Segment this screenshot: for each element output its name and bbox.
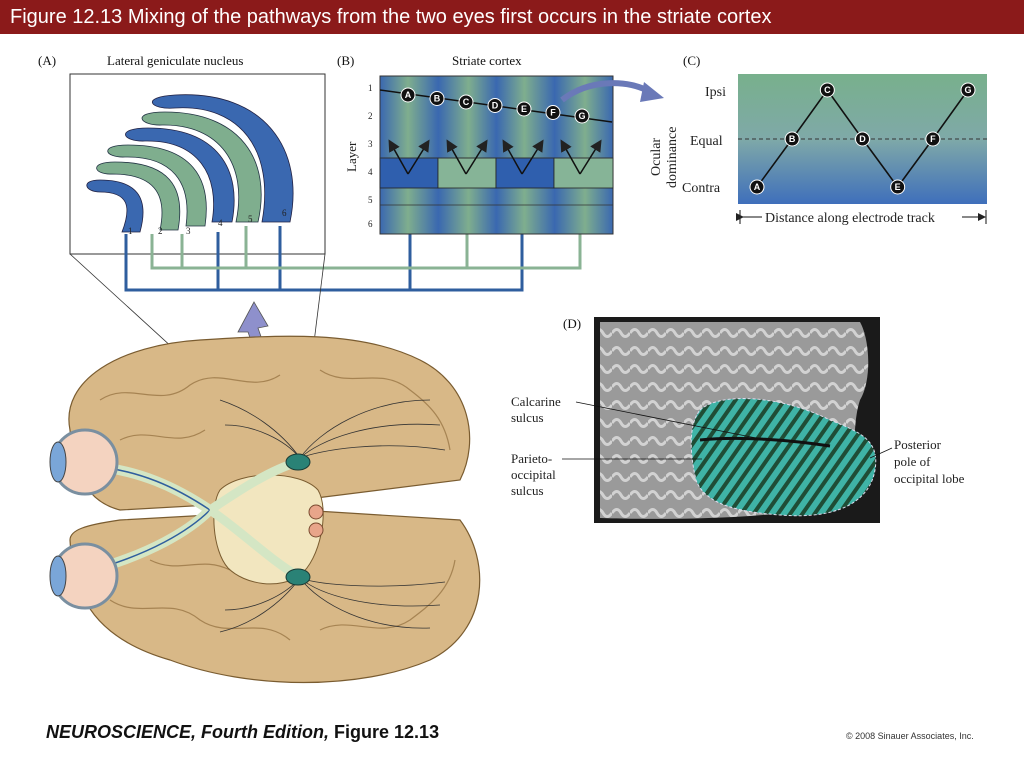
- od-point-label-d: D: [859, 134, 866, 144]
- od-point-label-g: G: [964, 85, 971, 95]
- site-marker-c: [458, 94, 474, 110]
- site-label-e: E: [521, 104, 527, 114]
- lgn-num-4: 4: [218, 218, 223, 228]
- cortex-layer-1: 1: [368, 83, 373, 93]
- panel-d-letter: (D): [563, 316, 581, 331]
- cortex-layer-6: 6: [368, 219, 373, 229]
- od-point-c: [819, 82, 835, 98]
- lgn-left: [285, 453, 311, 471]
- footer-figure: Figure 12.13: [334, 722, 440, 742]
- panel-b-letter: (B): [337, 53, 354, 68]
- posterior-label-3: occipital lobe: [894, 471, 965, 486]
- site-marker-b: [429, 91, 445, 106]
- panel-a: (A) Lateral geniculate nucleus 1 2 3 4 5…: [38, 53, 326, 255]
- level-ipsi: Ipsi: [705, 85, 726, 100]
- od-point-label-c: C: [824, 85, 831, 95]
- cortex-layer-3: 3: [368, 139, 373, 149]
- lgn-num-3: 3: [186, 226, 191, 236]
- parieto-label-3: sulcus: [511, 483, 544, 498]
- od-ylabel-2: dominance: [665, 127, 680, 188]
- lgn-layer-6: [151, 94, 294, 223]
- footer-edition: Fourth Edition,: [201, 722, 330, 742]
- figure: (A) Lateral geniculate nucleus 1 2 3 4 5…: [38, 53, 987, 684]
- lgn-layer-3: [107, 144, 207, 227]
- footer-book: NEUROSCIENCE,: [46, 722, 197, 742]
- panel-b: (B) Striate cortex 1 2 3 4 5 6 Layer A: [337, 53, 664, 235]
- cortex-layer-4: 4: [368, 167, 373, 177]
- cortex-layer-5: 5: [368, 195, 373, 205]
- lgn-num-1: 1: [128, 226, 133, 236]
- calcarine-label-2: sulcus: [511, 410, 544, 425]
- footer-citation: NEUROSCIENCE, Fourth Edition, Figure 12.…: [46, 722, 439, 743]
- slide-title: Figure 12.13 Mixing of the pathways from…: [10, 6, 772, 28]
- site-label-a: A: [405, 90, 412, 100]
- posterior-label-2: pole of: [894, 454, 931, 469]
- level-contra: Contra: [682, 181, 721, 196]
- site-label-b: B: [434, 94, 441, 104]
- parieto-label-1: Parieto-: [511, 451, 552, 466]
- lgn-right: [285, 568, 311, 586]
- od-point-a: [749, 179, 765, 195]
- lgn-layer-4: [125, 127, 235, 223]
- lgn-layer-2: [96, 161, 181, 231]
- od-point-f: [925, 131, 941, 147]
- site-label-d: D: [492, 101, 499, 111]
- electrode-sites: A B C D E F G: [400, 87, 590, 124]
- od-point-label-f: F: [930, 134, 936, 144]
- copyright: © 2008 Sinauer Associates, Inc.: [846, 731, 974, 741]
- od-point-label-b: B: [789, 134, 796, 144]
- cortex-heading: Striate cortex: [452, 53, 522, 68]
- site-label-f: F: [550, 108, 556, 118]
- title-bar: Figure 12.13 Mixing of the pathways from…: [0, 0, 1024, 34]
- od-point-d: [855, 131, 870, 147]
- lgn-num-2: 2: [158, 226, 163, 236]
- site-marker-f: [545, 105, 561, 120]
- calcarine-label-1: Calcarine: [511, 394, 561, 409]
- panel-c-letter: (C): [683, 53, 700, 68]
- od-point-g: [960, 82, 976, 98]
- lgn-layer-1: [86, 179, 144, 233]
- site-label-c: C: [463, 97, 470, 107]
- site-label-g: G: [578, 111, 585, 121]
- site-marker-g: [574, 108, 590, 124]
- site-marker-e: [516, 101, 532, 117]
- panel-c: (C) Ipsi Equal Contra Ocular dominance A…: [649, 53, 987, 226]
- cortex-axis-label: Layer: [344, 141, 359, 172]
- panel-d: (D) Calcarine sulcus Parieto- occipital …: [511, 316, 965, 523]
- striate-cortex-region: [690, 398, 877, 517]
- od-point-label-e: E: [895, 182, 901, 192]
- od-point-e: [890, 179, 906, 195]
- contra-pathway: [124, 188, 524, 292]
- cortex-layer-2: 2: [368, 111, 373, 121]
- lgn-heading: Lateral geniculate nucleus: [107, 53, 243, 68]
- parieto-label-2: occipital: [511, 467, 556, 482]
- panel-a-letter: (A): [38, 53, 56, 68]
- lgn-layer-5: [141, 111, 262, 223]
- lgn-num-6: 6: [282, 208, 287, 218]
- level-equal: Equal: [690, 134, 723, 149]
- posterior-label-1: Posterior: [894, 437, 942, 452]
- od-ylabel-1: Ocular: [649, 138, 664, 176]
- od-series: A B C D E F G: [749, 82, 976, 195]
- od-xlabel: Distance along electrode track: [765, 211, 935, 226]
- right-eye: [49, 542, 119, 610]
- site-marker-d: [487, 98, 503, 113]
- lgn-num-5: 5: [248, 214, 253, 224]
- left-hemisphere: [68, 335, 471, 511]
- od-point-label-a: A: [754, 182, 761, 192]
- od-point-b: [784, 131, 800, 147]
- brain-illustration: [49, 253, 481, 684]
- left-eye: [49, 428, 119, 496]
- site-marker-a: [400, 87, 416, 103]
